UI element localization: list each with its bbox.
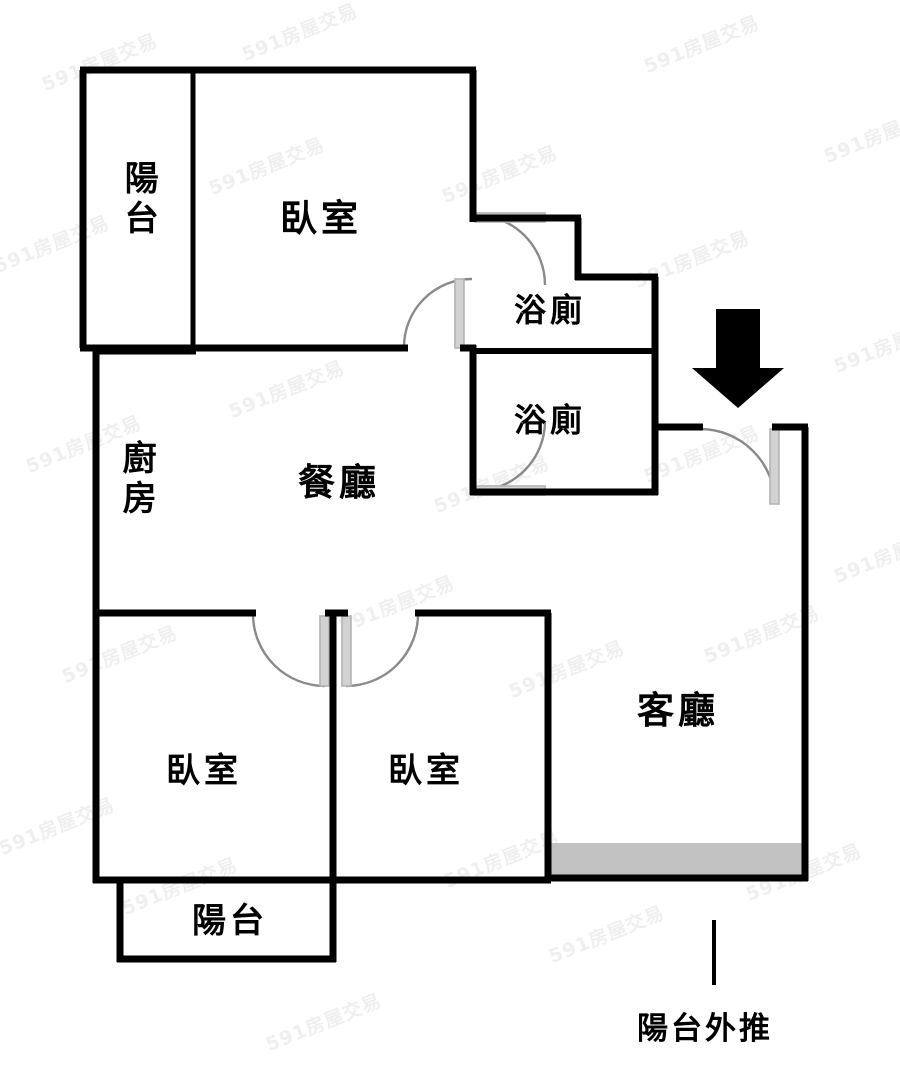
door-group-bedroom-bottom-left	[251, 613, 330, 688]
down-arrow-icon	[692, 309, 784, 408]
door-group-entrance	[699, 427, 780, 505]
door-panel	[769, 428, 780, 505]
room-label-balcony-bottom: 陽台	[192, 901, 268, 941]
room-label-bedroom-bottom-left: 臥室	[166, 751, 242, 791]
door-arc	[251, 613, 326, 688]
room-label-bedroom-bottom-middle: 臥室	[388, 751, 464, 791]
room-label-living-room: 客廳	[637, 688, 719, 732]
room-label-bedroom-top: 臥室	[280, 196, 362, 240]
callout-balcony-extension: 陽台外推	[637, 1011, 773, 1047]
entrance-arrow-icon	[692, 309, 784, 408]
room-label-kitchen: 廚房	[116, 440, 157, 520]
room-label-bathroom-lower: 浴廁	[514, 401, 587, 439]
room-label-dining-room: 餐廳	[298, 460, 380, 504]
shaded-balcony-overlay	[551, 843, 803, 878]
room-label-balcony-top-left: 陽台	[118, 160, 159, 240]
door-panel	[341, 615, 352, 687]
door-group-bedroom-bottom-middle	[341, 613, 420, 688]
door-arc	[699, 427, 777, 505]
door-group-top-bedroom	[402, 277, 473, 349]
door-group-bathroom-upper	[474, 212, 547, 286]
door-arc	[474, 213, 547, 286]
door-panel	[319, 615, 330, 687]
room-label-bathroom-upper: 浴廁	[514, 291, 587, 329]
walls	[79, 66, 809, 963]
door-panel	[454, 278, 465, 349]
door-arc	[345, 613, 420, 688]
